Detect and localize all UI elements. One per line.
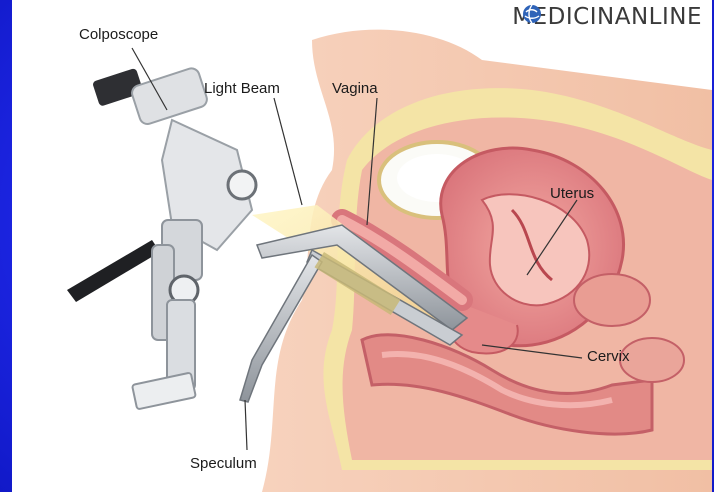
globe-icon xyxy=(522,4,542,24)
brand-name-right: NLINE xyxy=(631,4,702,30)
brand-watermark: MEDICINA NLINE xyxy=(512,4,702,30)
label-vagina: Vagina xyxy=(332,80,378,97)
label-cervix: Cervix xyxy=(587,348,630,365)
colposcope-instrument xyxy=(67,66,256,409)
label-colposcope: Colposcope xyxy=(79,26,158,43)
label-uterus: Uterus xyxy=(550,185,594,202)
label-speculum: Speculum xyxy=(190,455,257,472)
illustration-panel: MEDICINA NLINE Colposcope Light Beam Vag… xyxy=(12,0,712,492)
label-light-beam: Light Beam xyxy=(204,80,280,97)
anatomy-illustration xyxy=(12,0,712,492)
